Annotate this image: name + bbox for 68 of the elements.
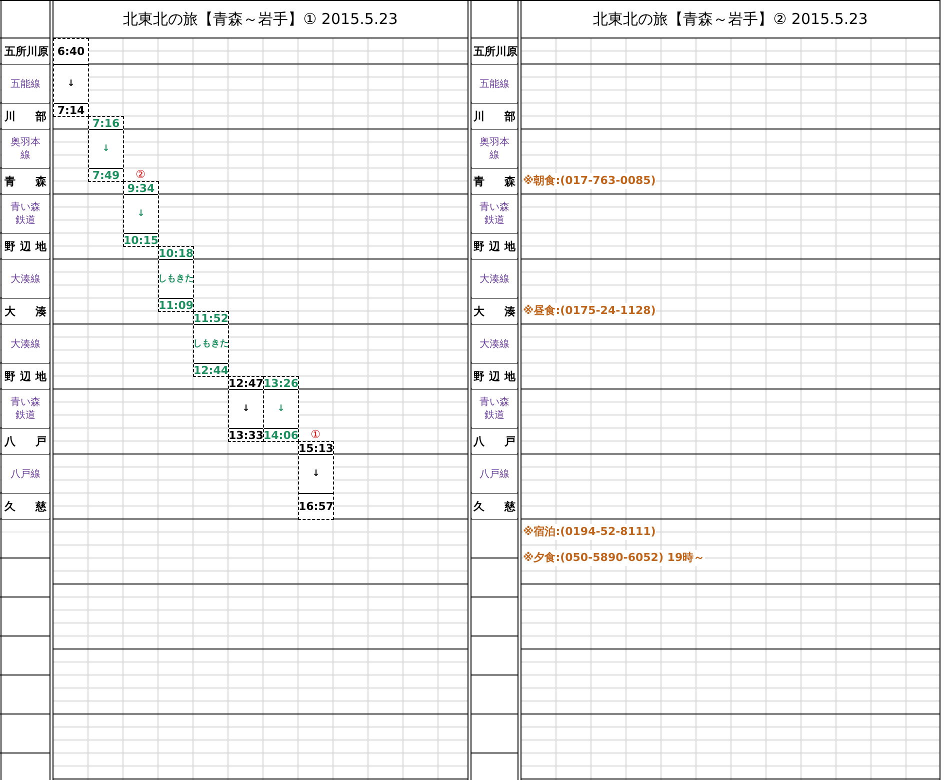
train-info: ↓: [277, 404, 285, 414]
train-leg-box: [88, 116, 124, 182]
station-name: 野辺地: [474, 371, 516, 382]
line-name: 奥羽本線: [10, 136, 42, 162]
station-name: 久慈: [474, 501, 516, 512]
note-text: ※宿泊:(0194-52-8111): [523, 524, 656, 540]
station-name: 大湊: [474, 306, 516, 317]
departure-time: 11:52: [194, 312, 229, 324]
train-leg-box: [158, 246, 194, 312]
train-info: ↓: [67, 80, 75, 88]
arrival-time: 7:49: [92, 170, 120, 180]
transfer-marker: ①: [310, 429, 320, 440]
station-name: 五所川原: [474, 46, 516, 57]
line-name: 八戸線: [10, 468, 42, 480]
transfer-marker: ②: [136, 169, 146, 180]
station-name: 野辺地: [4, 241, 46, 252]
train-info: しもきた: [193, 340, 229, 348]
train-info: ↓: [242, 404, 250, 414]
arrival-time: 16:57: [298, 501, 334, 512]
line-name: 大湊線: [478, 272, 510, 286]
train-info: しもきた: [158, 274, 194, 284]
departure-time: 13:26: [264, 378, 299, 388]
train-info: ↓: [312, 470, 320, 478]
line-name: 大湊線: [478, 338, 510, 350]
line-name: 青い森鉄道: [10, 396, 42, 422]
note-text: ※朝食:(017-763-0085): [523, 172, 656, 190]
line-name: 青い森鉄道: [478, 396, 510, 422]
arrival-time: 10:15: [124, 234, 159, 246]
train-info: ↓: [102, 144, 110, 154]
line-name: 五能線: [10, 78, 42, 90]
station-name: 五所川原: [4, 46, 46, 57]
departure-time: 12:47: [228, 378, 264, 388]
station-name: 野辺地: [474, 241, 516, 252]
note-text: ※昼食:(0175-24-1128): [523, 302, 656, 320]
line-name: 大湊線: [10, 338, 42, 350]
train-leg-box: [298, 441, 334, 520]
station-name: 野辺地: [4, 371, 46, 382]
train-info: ↓: [137, 210, 145, 218]
line-name: 青い森鉄道: [10, 201, 42, 227]
station-name: 八戸: [4, 436, 46, 447]
train-leg-box: [228, 376, 264, 442]
departure-time: 6:40: [57, 46, 85, 57]
departure-time: 15:13: [298, 442, 334, 454]
train-leg-box: [193, 311, 229, 377]
station-name: 久慈: [4, 501, 46, 512]
line-name: 大湊線: [10, 272, 42, 286]
departure-time: 7:16: [92, 118, 120, 128]
departure-time: 10:18: [158, 248, 194, 258]
line-name: 八戸線: [478, 468, 510, 480]
arrival-time: 14:06: [264, 430, 299, 440]
station-name: 川部: [474, 111, 516, 122]
line-name: 青い森鉄道: [478, 201, 510, 227]
arrival-time: 7:14: [57, 104, 85, 116]
line-name: 五能線: [478, 78, 510, 90]
train-leg-box: [123, 181, 159, 247]
note-text: ※夕食:(050-5890-6052) 19時～: [523, 550, 705, 566]
departure-time: 9:34: [127, 182, 155, 194]
station-name: 川部: [4, 111, 46, 122]
arrival-time: 11:09: [158, 300, 194, 310]
station-name: 八戸: [474, 436, 516, 447]
arrival-time: 13:33: [228, 430, 264, 440]
station-name: 青森: [474, 176, 516, 187]
station-name: 大湊: [4, 306, 46, 317]
arrival-time: 12:44: [194, 364, 229, 376]
line-name: 奥羽本線: [478, 136, 510, 162]
train-leg-box: [263, 376, 299, 442]
station-name: 青森: [4, 176, 46, 187]
train-leg-box: [53, 38, 89, 117]
